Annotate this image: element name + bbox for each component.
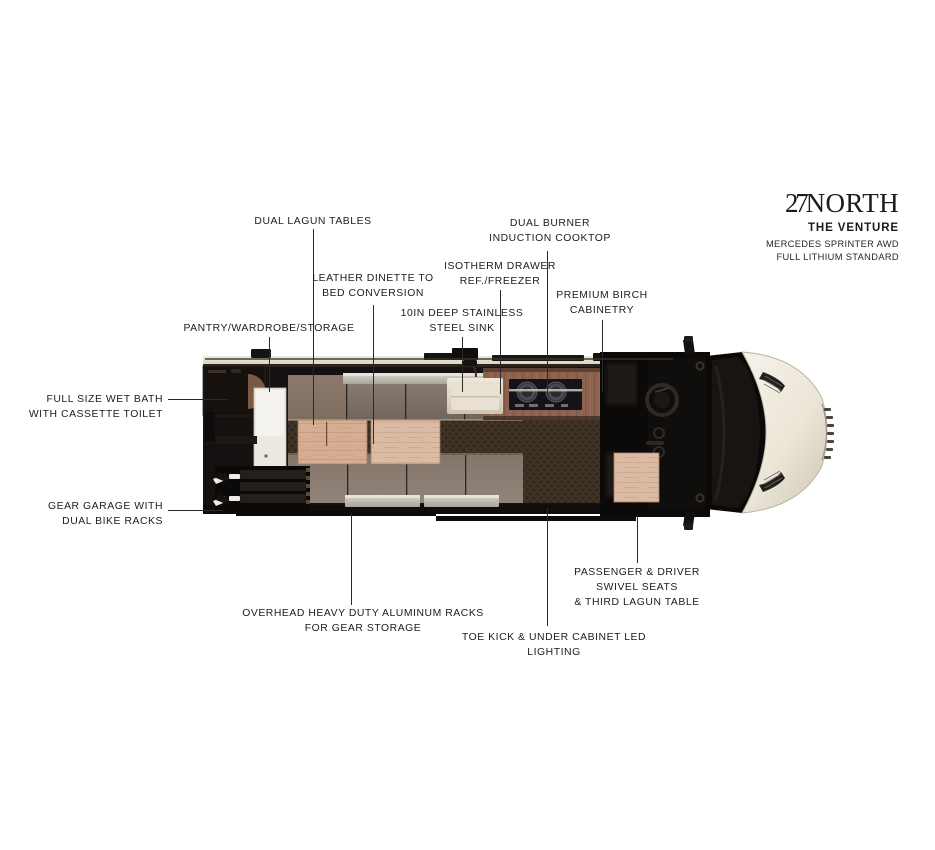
leader-premium-birch: [602, 320, 603, 392]
leader-leather-dinette: [373, 305, 374, 444]
driver-swivel-seat: [605, 362, 638, 406]
callout-isotherm-drawer: ISOTHERM DRAWER REF./FREEZER: [444, 261, 556, 288]
steering-wheel: [645, 383, 679, 417]
stainless-sink: [447, 360, 503, 414]
induction-cooktop: [509, 379, 582, 410]
callout-steel-sink: 10IN DEEP STAINLESS STEEL SINK: [400, 308, 524, 335]
callout-gear-garage: GEAR GARAGE WITH DUAL BIKE RACKS: [47, 501, 163, 528]
callout-toe-kick-lighting: TOE KICK & UNDER CABINET LED LIGHTING: [461, 632, 647, 659]
hood-vents: [759, 372, 785, 492]
cab-cockpit: [600, 352, 710, 517]
callout-overhead-racks: OVERHEAD HEAVY DUTY ALUMINUM RACKS FOR G…: [242, 608, 484, 635]
leader-overhead-racks: [351, 513, 352, 605]
brand-wordmark-number: 27: [785, 188, 809, 218]
callout-swivel-seats: PASSENGER & DRIVER SWIVEL SEATS & THIRD …: [574, 567, 700, 609]
callout-induction-cooktop: DUAL BURNER INDUCTION COOKTOP: [489, 218, 611, 245]
brand-sub-line1: MERCEDES SPRINTER AWD: [765, 239, 899, 250]
brand-sub-line2: FULL LITHIUM STANDARD: [776, 251, 899, 262]
leader-wet-bath: [168, 399, 228, 400]
callout-full-size-wet-bath: FULL SIZE WET BATH WITH CASSETTE TOILET: [28, 394, 163, 421]
brand-wordmark: 27NORTH: [766, 188, 899, 219]
callout-dual-lagun-tables: DUAL LAGUN TABLES: [254, 216, 372, 227]
lagun-table-2: [370, 419, 441, 465]
windshield: [706, 352, 766, 513]
leader-steel-sink: [462, 337, 463, 392]
third-lagun-table: [613, 452, 660, 503]
callout-premium-birch-cabinetry: PREMIUM BIRCH CABINETRY: [556, 290, 648, 317]
lagun-table-1: [297, 419, 368, 465]
brand-subtitle: MERCEDES SPRINTER AWD FULL LITHIUM STAND…: [766, 238, 899, 263]
leader-induction-cooktop: [547, 251, 548, 394]
hood-nose: [741, 351, 834, 514]
brand-block: 27NORTH THE VENTURE MERCEDES SPRINTER AW…: [766, 188, 899, 263]
gear-garage-bike-racks: [213, 466, 310, 514]
brand-wordmark-name: NORTH: [805, 188, 899, 218]
callout-leather-dinette: LEATHER DINETTE TO BED CONVERSION: [312, 273, 434, 300]
callout-pantry-wardrobe-storage: PANTRY/WARDROBE/STORAGE: [183, 323, 355, 334]
leader-isotherm-drawer: [500, 290, 501, 394]
leader-toe-kick: [547, 508, 548, 626]
leader-gear-garage: [168, 510, 223, 511]
leader-dual-lagun-tables: [313, 229, 314, 425]
side-mirrors: [683, 336, 695, 530]
leader-pantry-storage: [269, 337, 270, 392]
brand-model: THE VENTURE: [807, 222, 899, 235]
leader-swivel-seats: [637, 514, 638, 563]
pantry-wardrobe: [253, 387, 287, 475]
